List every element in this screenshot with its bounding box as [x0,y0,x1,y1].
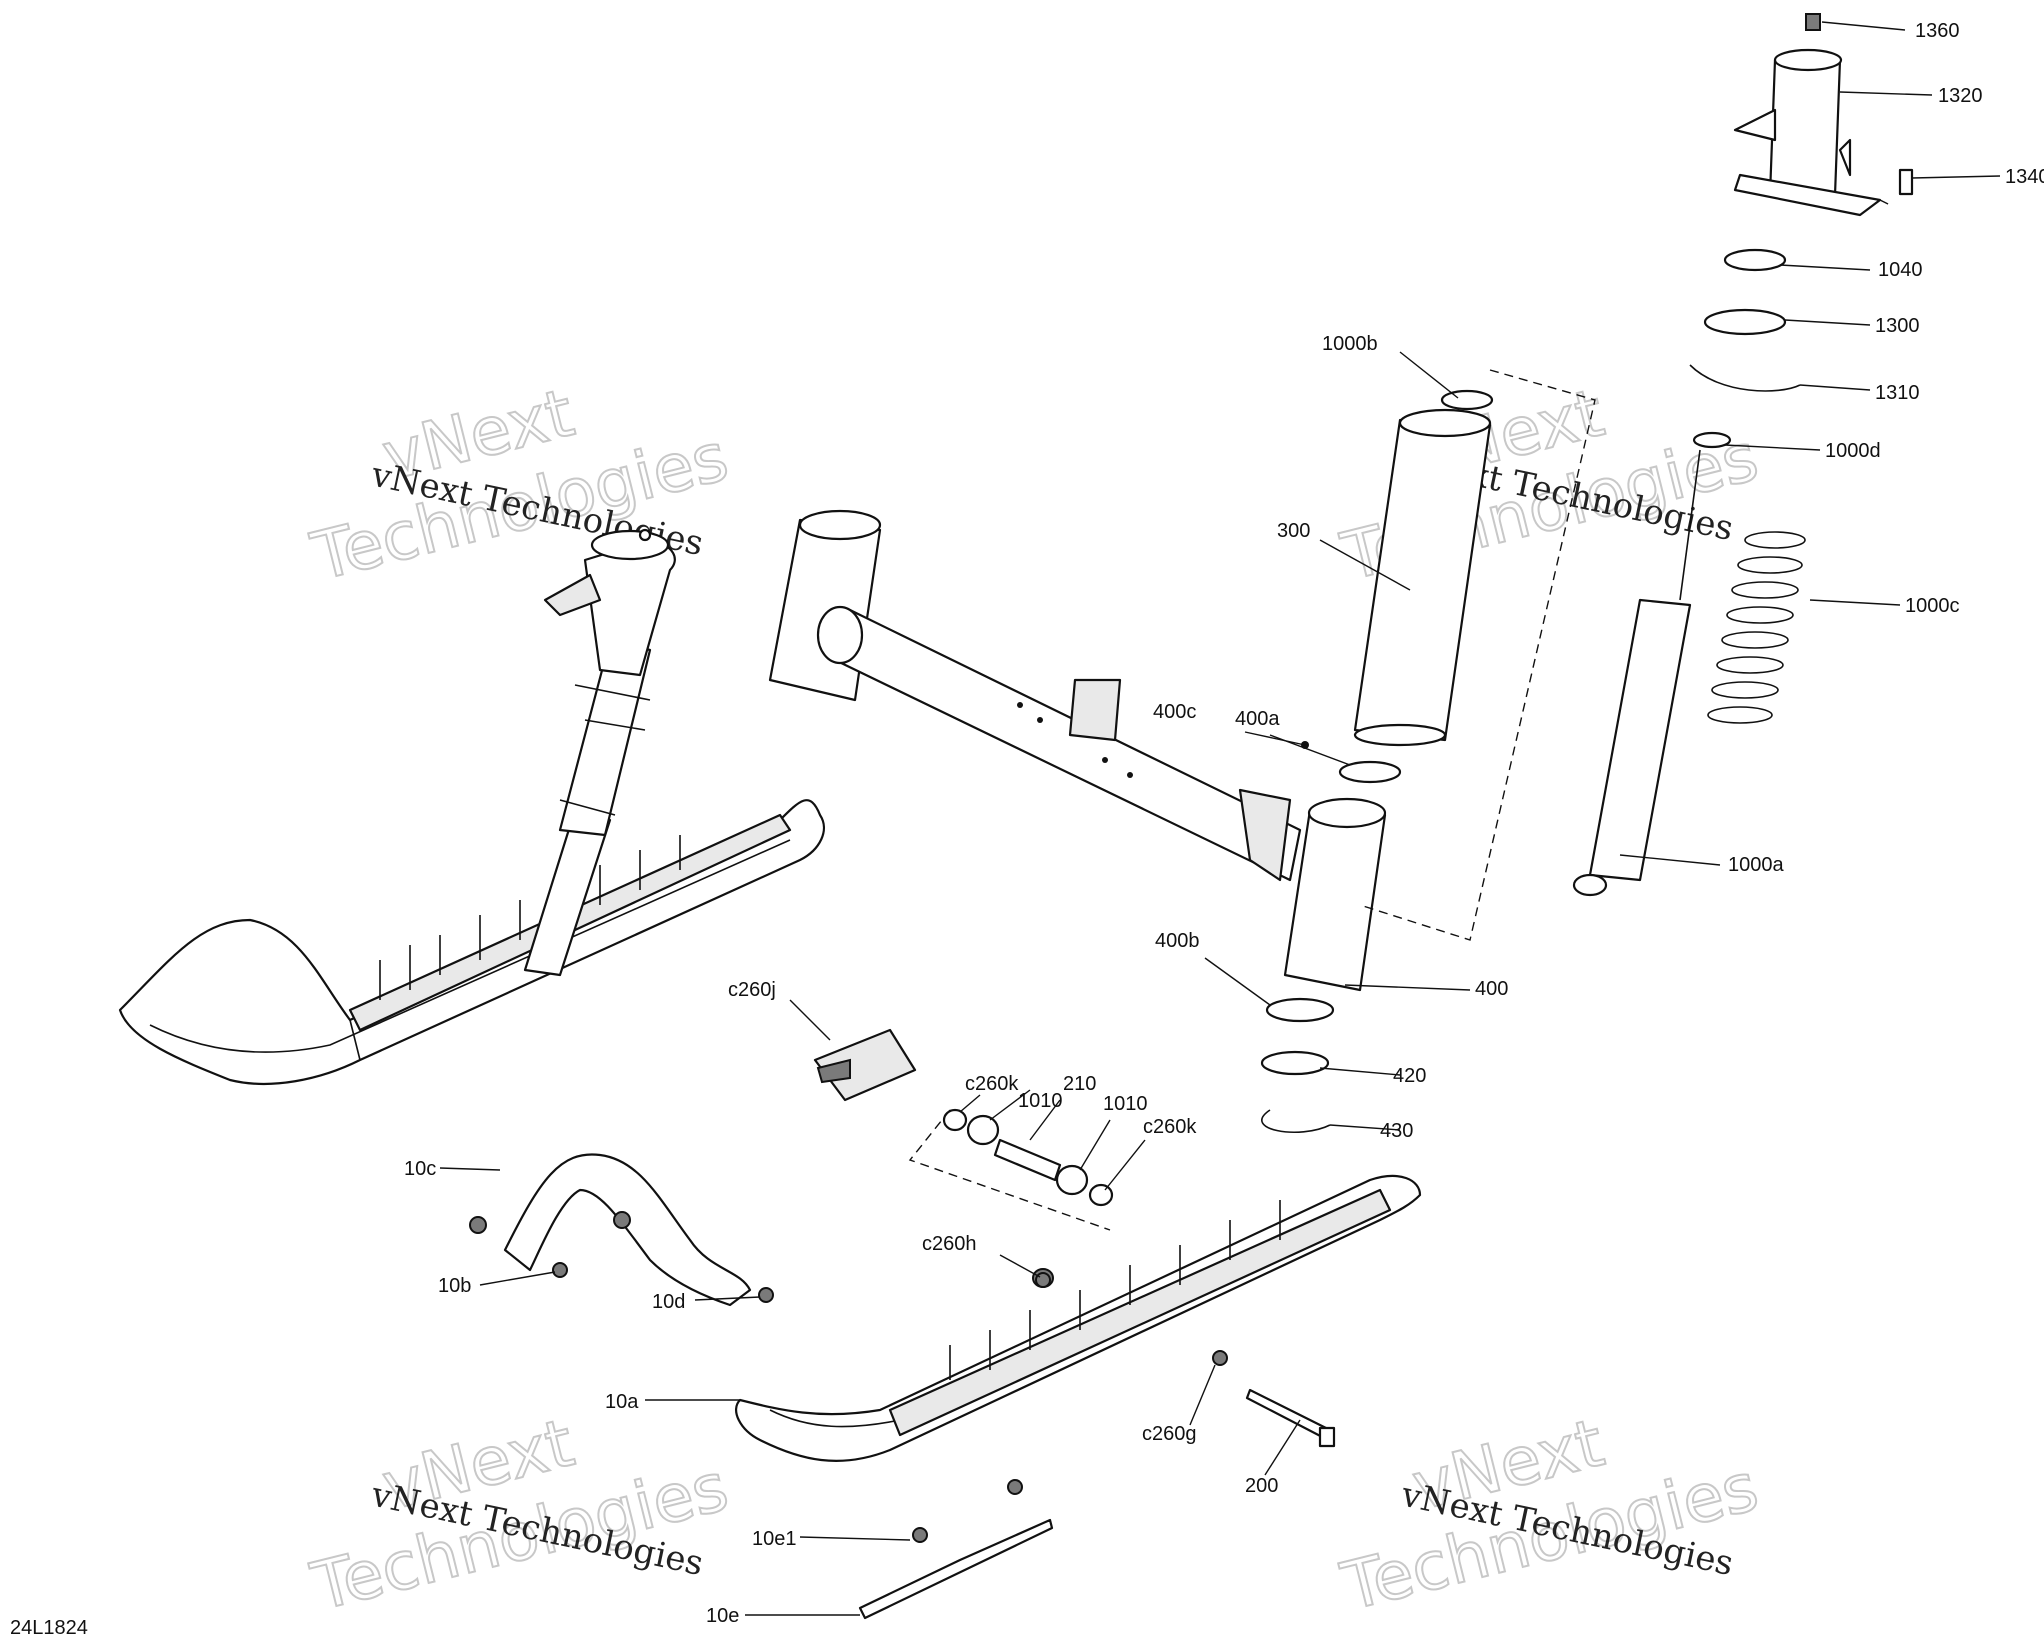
tube-300-drawing [1260,389,1494,1134]
callout-1000b: 1000b [1322,333,1378,355]
exploded-ski-drawing [734,1175,1422,1620]
callout-c260g: c260g [1142,1423,1197,1445]
callout-c260k-left: c260k [965,1073,1019,1095]
watermark-top-left: Technologies vNext vNext Technologies [303,373,736,597]
callout-10a: 10a [605,1391,639,1413]
callout-210: 210 [1063,1073,1096,1095]
callout-430: 430 [1380,1120,1413,1142]
leader-lines [439,21,2001,1616]
callout-1340: 1340 [2005,166,2044,188]
callout-400b: 400b [1155,930,1200,952]
callout-400c: 400c [1153,701,1196,723]
ski-bumper-drawing [469,1153,774,1307]
callout-1000a: 1000a [1728,854,1784,876]
callout-c260j: c260j [728,979,776,1001]
spring-1000c [1707,531,1806,724]
callout-10e: 10e [706,1605,739,1627]
callout-420: 420 [1393,1065,1426,1087]
callout-10b: 10b [438,1275,471,1297]
assembled-ski-drawing [118,528,826,1086]
callout-labels: 1360 1320 1340 1040 1300 1310 1000d 1000… [10,20,2044,1638]
callout-1000d: 1000d [1825,440,1881,462]
callout-1320: 1320 [1938,85,1983,107]
watermark-bottom-left: Technologies vNext vNext Technologies [303,1403,736,1627]
callout-c260k-right: c260k [1143,1116,1197,1138]
callout-400: 400 [1475,978,1508,1000]
axle-frame-drawing [768,509,1387,992]
callout-10e1: 10e1 [752,1528,797,1550]
callout-1010-left: 1010 [1018,1090,1063,1112]
callout-300: 300 [1277,520,1310,542]
callout-10d: 10d [652,1291,685,1313]
callout-10c: 10c [404,1158,436,1180]
small-parts-drawing [813,1028,1114,1288]
shock-assembly-drawing [1572,13,1914,897]
callout-1040: 1040 [1878,259,1923,281]
diagram-code: 24L1824 [10,1617,88,1638]
callout-1310: 1310 [1875,382,1920,404]
callout-200: 200 [1245,1475,1278,1497]
callout-1300: 1300 [1875,315,1920,337]
callout-c260h: c260h [922,1233,977,1255]
callout-400a: 400a [1235,708,1280,730]
callout-1000c: 1000c [1905,595,1960,617]
watermark-bottom-right: Technologies vNext vNext Technologies [1333,1403,1766,1627]
dashed-group-outlines [908,199,1891,1231]
callout-1010-right: 1010 [1103,1093,1148,1115]
callout-1360: 1360 [1915,20,1960,42]
